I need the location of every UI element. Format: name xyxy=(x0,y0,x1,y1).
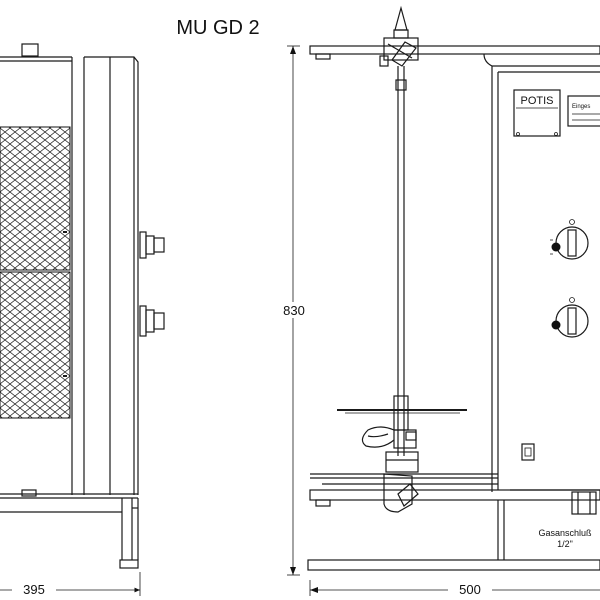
side-view: 395 xyxy=(0,43,165,597)
base-frame xyxy=(307,559,600,571)
gas-control-knob-upper xyxy=(550,219,589,260)
gas-control-knob-lower xyxy=(551,297,589,338)
top-rail xyxy=(309,45,600,55)
lower-spit-coupling xyxy=(383,451,419,513)
brand-name: POTIS xyxy=(520,95,553,107)
side-knob-lower xyxy=(139,305,165,337)
dim-front-width: 500 xyxy=(459,582,481,597)
label-plate xyxy=(567,95,600,127)
side-burner-mesh-lower xyxy=(0,271,71,419)
label-plate-text: Einges xyxy=(572,104,590,110)
spit-tip xyxy=(394,5,408,31)
side-top-knob xyxy=(21,43,39,57)
crank-handle xyxy=(361,426,395,448)
upper-spit-clamp xyxy=(379,37,419,67)
brand-badge xyxy=(513,89,561,137)
gas-connection-label: Gasanschluß xyxy=(538,528,592,538)
front-view: 830 xyxy=(278,5,600,597)
drawing-title: MU GD 2 xyxy=(176,17,259,39)
igniter-switch xyxy=(521,443,535,461)
dim-height: 830 xyxy=(283,303,305,318)
gas-connection-size: 1/2" xyxy=(557,539,573,549)
side-knob-upper xyxy=(139,231,165,259)
side-burner-mesh-upper xyxy=(0,126,71,271)
dim-side-width: 395 xyxy=(23,582,45,597)
